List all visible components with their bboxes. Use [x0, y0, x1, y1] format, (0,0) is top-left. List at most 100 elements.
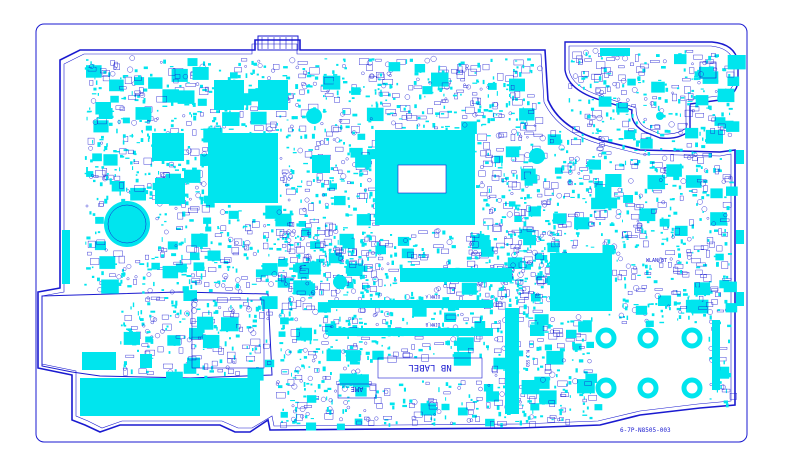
- smd-component: [211, 360, 218, 367]
- smd-component: [643, 240, 649, 248]
- smd-component: [188, 279, 191, 285]
- smd-component: [559, 410, 562, 416]
- smd-component: [100, 141, 104, 145]
- smd-component: [691, 224, 694, 229]
- smd-component: [132, 342, 137, 346]
- smd-component: [218, 242, 222, 246]
- smd-component: [516, 66, 519, 69]
- smd-component: [186, 183, 190, 185]
- smd-component: [603, 67, 607, 73]
- smd-component: [631, 264, 636, 266]
- smd-component: [523, 413, 527, 417]
- smd-component: [647, 174, 650, 177]
- smd-component: [582, 410, 585, 413]
- smd-component: [159, 61, 163, 64]
- smd-component: [200, 273, 203, 279]
- smd-component: [436, 409, 442, 415]
- smd-component: [372, 350, 384, 360]
- smd-component: [312, 236, 314, 240]
- smd-component: [427, 78, 430, 81]
- smd-component: [384, 388, 391, 396]
- smd-component: [674, 264, 684, 269]
- smd-component: [390, 85, 393, 89]
- smd-component: [351, 316, 355, 320]
- smd-component: [374, 312, 378, 316]
- smd-component: [291, 372, 292, 377]
- smd-component: [636, 219, 640, 223]
- smd-component: [438, 326, 441, 329]
- smd-component: [501, 178, 507, 182]
- smd-component: [476, 295, 480, 300]
- smd-component: [710, 188, 723, 199]
- smd-component: [688, 295, 690, 298]
- smd-component: [199, 84, 203, 88]
- smd-component: [157, 216, 160, 219]
- smd-component: [577, 234, 579, 238]
- smd-component: [526, 135, 529, 139]
- smd-component: [631, 113, 634, 118]
- smd-component: [572, 378, 578, 385]
- smd-component: [457, 407, 468, 416]
- smd-component: [497, 421, 507, 426]
- smd-component: [338, 326, 342, 329]
- smd-component: [638, 193, 643, 198]
- smd-component: [115, 263, 117, 265]
- smd-component: [657, 130, 659, 134]
- smd-component: [314, 146, 320, 150]
- smd-component: [695, 293, 698, 297]
- smd-component: [603, 197, 618, 209]
- smd-component: [315, 193, 319, 198]
- board-frame: [35, 23, 748, 443]
- smd-component: [582, 198, 586, 200]
- smd-component: [214, 129, 218, 132]
- smd-component: [556, 217, 560, 220]
- smd-component: [327, 187, 331, 191]
- smd-component: [436, 248, 440, 254]
- smd-component: [352, 325, 358, 328]
- smd-component: [394, 246, 397, 249]
- smd-component: [716, 309, 724, 313]
- smd-component: [452, 94, 457, 97]
- smd-component: [165, 328, 168, 331]
- smd-component: [324, 224, 328, 228]
- smd-component: [147, 345, 150, 348]
- smd-component: [201, 205, 210, 213]
- smd-component: [549, 231, 555, 234]
- smd-component: [392, 113, 397, 117]
- smd-component: [516, 204, 521, 207]
- smd-component: [505, 58, 508, 61]
- smd-component: [530, 403, 540, 411]
- smd-component: [712, 114, 716, 116]
- smd-component: [411, 254, 418, 260]
- smd-component: [570, 240, 573, 242]
- smd-component: [325, 97, 327, 100]
- smd-component: [230, 72, 238, 79]
- smd-component: [396, 82, 399, 86]
- smd-component: [214, 262, 218, 264]
- smd-component: [119, 191, 121, 196]
- smd-component: [281, 309, 284, 314]
- smd-component: [688, 315, 690, 320]
- smd-component: [706, 60, 708, 64]
- smd-component: [104, 146, 108, 150]
- smd-component: [413, 85, 423, 89]
- smd-component: [247, 367, 264, 381]
- smd-component: [333, 229, 339, 234]
- smd-component: [390, 312, 394, 317]
- smd-component: [151, 262, 160, 270]
- smd-component: [380, 101, 383, 105]
- smd-component: [490, 265, 494, 268]
- smd-component: [479, 293, 481, 298]
- smd-component: [529, 197, 533, 199]
- smd-component: [153, 281, 155, 287]
- smd-component: [320, 122, 324, 126]
- smd-component: [696, 262, 706, 267]
- smd-component: [521, 188, 525, 192]
- smd-component: [631, 274, 636, 280]
- smd-component: [550, 317, 556, 323]
- ddr-b-label: DIMM_B: [425, 322, 440, 327]
- smd-component: [524, 277, 528, 280]
- smd-component: [698, 71, 704, 77]
- smd-component: [570, 320, 575, 323]
- smd-component: [686, 249, 691, 254]
